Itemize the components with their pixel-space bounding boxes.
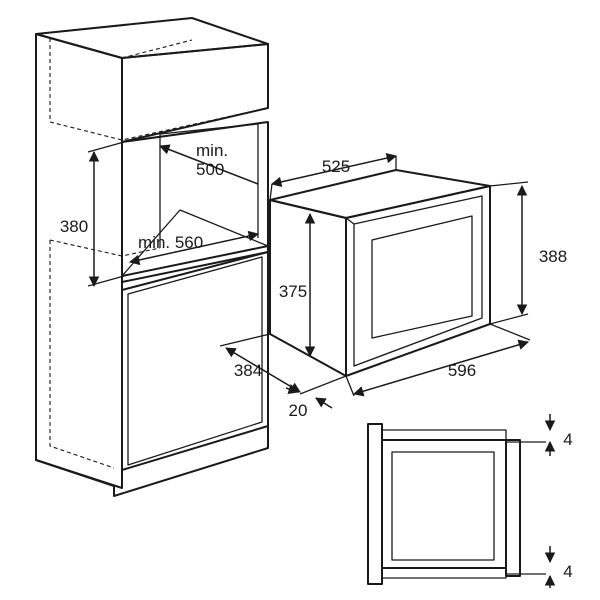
oven-front-frame: [345, 185, 491, 377]
oven-door-border: [353, 195, 483, 367]
cabinet-base: [35, 425, 269, 497]
cabinet-top: [35, 17, 269, 59]
label-gap-top-4: 4: [563, 430, 572, 449]
label-depth-20: 20: [289, 401, 308, 420]
label-height-388: 388: [539, 247, 567, 266]
oven-unit: [269, 169, 491, 377]
niche-frame: [121, 121, 269, 247]
section-front-panel: [367, 423, 383, 585]
cabinet-left-side: [35, 33, 123, 489]
dimension-lines: [87, 141, 556, 588]
label-width-525: 525: [322, 157, 350, 176]
label-height-380: 380: [60, 217, 88, 236]
dimension-labels: min. 500 380 min. 560 525 375 388 384 59…: [60, 141, 573, 581]
label-gap-bottom-4: 4: [563, 562, 572, 581]
section-cavity: [381, 439, 507, 569]
label-min560: min. 560: [138, 233, 203, 252]
label-height-375: 375: [279, 282, 307, 301]
label-min500-value: 500: [196, 160, 224, 179]
label-width-596: 596: [448, 361, 476, 380]
side-section-detail: [367, 423, 546, 585]
upper-compartment: [121, 43, 269, 143]
oven-window: [371, 215, 473, 339]
label-depth-384: 384: [234, 361, 262, 380]
label-min500-prefix: min.: [196, 141, 228, 160]
